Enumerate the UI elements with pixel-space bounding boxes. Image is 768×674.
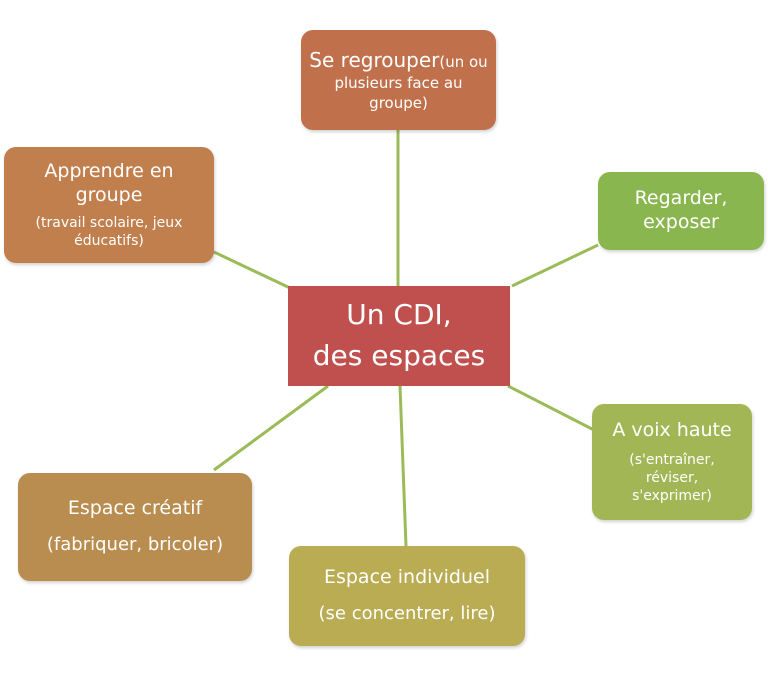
- node-regarder-exposer: Regarder, exposer: [598, 172, 764, 250]
- node-voix-title: A voix haute: [612, 418, 732, 441]
- node-creatif-title: Espace créatif: [67, 497, 203, 520]
- node-espace-creatif: Espace créatif (fabriquer, bricoler): [18, 473, 252, 581]
- center-line-1: Un CDI,: [346, 298, 452, 332]
- node-apprendre-title: Apprendre en groupe: [44, 160, 174, 206]
- node-voix-detail: (s'entraîner, réviser, s'exprimer): [629, 451, 715, 504]
- center-line-2: des espaces: [312, 339, 486, 372]
- connector-regarder: [511, 243, 599, 288]
- node-espace-individuel: Espace individuel (se concentrer, lire): [289, 546, 525, 646]
- node-individuel-detail: (se concentrer, lire): [318, 603, 496, 625]
- connector-creatif: [213, 384, 329, 472]
- connector-individuel: [398, 385, 408, 547]
- node-creatif-detail: (fabriquer, bricoler): [46, 534, 224, 556]
- node-se-regrouper: Se regrouper(un ou plusieurs face au gro…: [301, 30, 496, 130]
- node-se-regrouper-detail: (un ou plusieurs face au groupe): [334, 52, 488, 112]
- node-regarder-title: Regarder, exposer: [634, 187, 728, 233]
- node-se-regrouper-title: Se regrouper: [309, 47, 440, 72]
- connector-voix: [507, 384, 595, 432]
- node-apprendre-en-groupe: Apprendre en groupe (travail scolaire, j…: [4, 147, 214, 263]
- node-a-voix-haute: A voix haute (s'entraîner, réviser, s'ex…: [592, 404, 752, 520]
- connector-apprendre: [213, 250, 291, 290]
- node-apprendre-detail: (travail scolaire, jeux éducatifs): [35, 214, 183, 249]
- node-individuel-title: Espace individuel: [323, 566, 491, 589]
- center-node: Un CDI, des espaces: [288, 286, 510, 386]
